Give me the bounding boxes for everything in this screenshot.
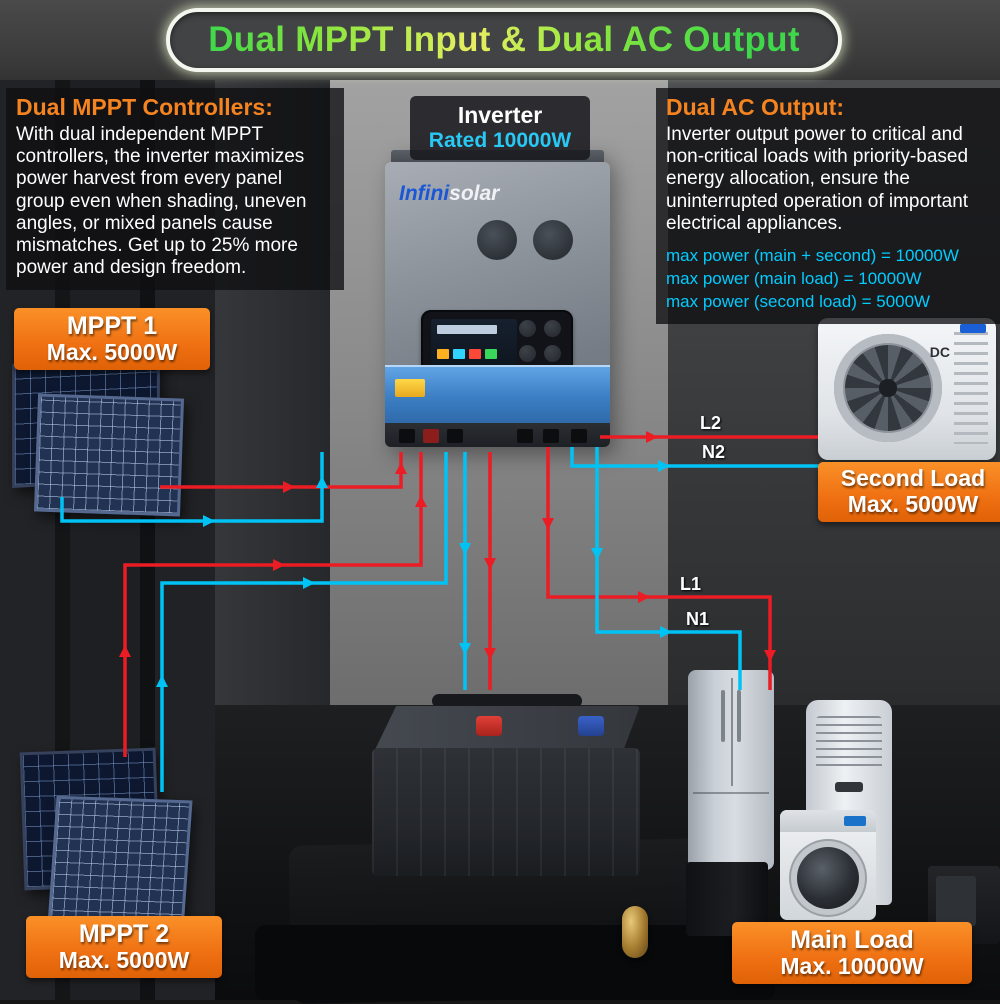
wire-label-n1: N1 [686, 609, 710, 629]
fan-icon [834, 334, 942, 442]
title-banner: Dual MPPT Input & Dual AC Output [166, 8, 842, 72]
inverter-rating-label: Inverter Rated 10000W [410, 96, 590, 160]
ac-output-heading: Dual AC Output: [666, 94, 845, 120]
air-conditioner-display [835, 782, 863, 792]
warning-sticker [395, 379, 425, 397]
washer-door-icon [797, 847, 859, 910]
terminal-block [543, 429, 559, 443]
battery-negative-terminal [578, 716, 604, 736]
main-load-tag-value: Max. 10000W [780, 953, 924, 979]
inverter-rating: Rated 10000W [428, 129, 572, 153]
second-load-tag-title: Second Load [840, 465, 986, 491]
inverter-body: Infinisolar [385, 162, 610, 447]
battery-handle [432, 694, 582, 708]
washer-control-panel [780, 810, 876, 832]
terminal-block [571, 429, 587, 443]
ac-output-body: Inverter output power to critical and no… [666, 124, 969, 234]
wire-label-n2: N2 [702, 442, 726, 462]
ac-output-info-panel: Dual AC Output: Inverter output power to… [656, 88, 1000, 324]
page-title: Dual MPPT Input & Dual AC Output [208, 20, 800, 59]
mppt-info-panel: Dual MPPT Controllers: With dual indepen… [6, 88, 344, 290]
fridge-handle [721, 690, 725, 742]
inverter-button [544, 345, 561, 362]
ac-unit-vents [954, 332, 988, 444]
battery-front-face [372, 748, 640, 876]
lcd-status-icons [437, 349, 497, 359]
mppt1-tag-value: Max. 5000W [46, 339, 178, 365]
main-load-tag-title: Main Load [790, 926, 914, 954]
second-load-ac-unit: DC [818, 318, 996, 460]
inverter-terminal-strip [385, 423, 610, 447]
mppt-info-heading: Dual MPPT Controllers: [16, 94, 273, 120]
battery-pedestal-base [255, 925, 775, 1000]
solar-panel-mppt1-b [33, 393, 185, 517]
brand-logo-primary: Infini [399, 182, 450, 205]
brand-logo-secondary: solar [449, 182, 500, 205]
lcd-digits [437, 325, 497, 334]
inverter-blue-cover [385, 365, 610, 423]
battery [372, 692, 640, 882]
washing-machine [780, 810, 876, 920]
terminal-block [399, 429, 415, 443]
lcd-indicator-icon [485, 349, 497, 359]
ac-unit-marking: DC [929, 344, 950, 360]
spec-line: max power (main + second) = 10000W [666, 246, 959, 266]
inverter-buttons [519, 320, 563, 364]
inverter-button [544, 320, 561, 337]
second-load-tag-value: Max. 5000W [847, 490, 979, 517]
air-conditioner-vent [816, 716, 882, 772]
main-load-tag: Main Load Max. 10000W [732, 922, 972, 984]
second-load-tag: Second Load Max. 5000W [818, 462, 1000, 522]
terminal-block [447, 429, 463, 443]
inverter-lcd-screen [431, 319, 517, 365]
max-power-specs: max power (main + second) = 10000W max p… [666, 245, 1000, 314]
ac-unit-logo [960, 324, 986, 333]
terminal-block [517, 429, 533, 443]
battery-positive-terminal [476, 716, 502, 736]
spec-line: max power (second load) = 5000W [666, 291, 931, 311]
inverter-vent-icon [477, 220, 517, 260]
washer-display [844, 816, 866, 826]
terminal-block [423, 429, 439, 443]
mppt1-tag-title: MPPT 1 [66, 312, 158, 340]
inverter-name: Inverter [457, 102, 543, 128]
wire-label-l1: L1 [680, 574, 702, 594]
inverter-button [519, 345, 536, 362]
wire-label-l2: L2 [700, 413, 722, 433]
door-knob [622, 906, 648, 958]
mppt2-tag-title: MPPT 2 [78, 920, 170, 948]
mppt-info-body: With dual independent MPPT controllers, … [16, 124, 307, 279]
refrigerator [688, 670, 774, 870]
lcd-indicator-icon [453, 349, 465, 359]
fridge-handle [737, 690, 741, 742]
mppt2-tag: MPPT 2 Max. 5000W [26, 916, 222, 978]
spec-line: max power (main load) = 10000W [666, 269, 922, 289]
inverter-display-panel [421, 310, 573, 374]
solar-panel-mppt2-b [47, 795, 193, 931]
lcd-indicator-icon [437, 349, 449, 359]
brand-logo: Infinisolar [399, 182, 499, 206]
lcd-indicator-icon [469, 349, 481, 359]
microwave-window [936, 876, 976, 926]
inverter-device: Infinisolar [385, 150, 610, 447]
mppt1-tag: MPPT 1 Max. 5000W [14, 308, 210, 370]
inverter-vent-icon [533, 220, 573, 260]
mppt2-tag-value: Max. 5000W [58, 947, 190, 973]
inverter-button [519, 320, 536, 337]
